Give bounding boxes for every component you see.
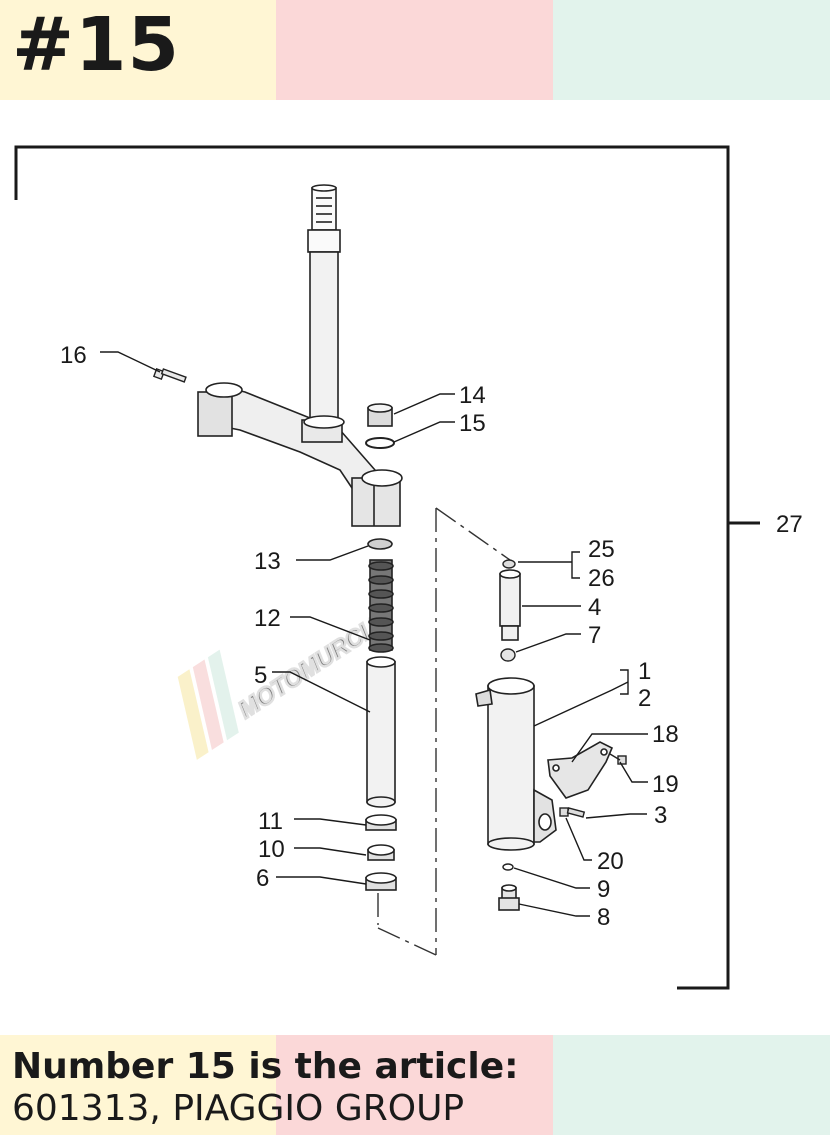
bracket-18 xyxy=(547,741,614,799)
callout-8: 8 xyxy=(597,904,610,931)
header-color-band xyxy=(0,0,830,100)
bolt-8 xyxy=(498,884,520,911)
washer-9 xyxy=(502,863,514,871)
callout-14: 14 xyxy=(459,382,486,409)
callout-3: 3 xyxy=(654,802,667,829)
callout-27: 27 xyxy=(776,511,803,538)
callout-15: 15 xyxy=(459,410,486,437)
page-title: #15 xyxy=(12,2,180,88)
ring-25-26 xyxy=(502,559,516,569)
callout-5: 5 xyxy=(254,662,267,689)
callout-11: 11 xyxy=(258,808,283,835)
callout-13: 13 xyxy=(254,548,281,575)
fork-yoke xyxy=(197,382,403,527)
callout-9: 9 xyxy=(597,876,610,903)
leader-lines xyxy=(100,351,648,917)
axis-lines xyxy=(377,507,511,956)
callout-18: 18 xyxy=(652,721,679,748)
callout-4: 4 xyxy=(588,594,601,621)
callout-6: 6 xyxy=(256,865,269,892)
fork-leg-1-2 xyxy=(475,677,557,851)
washer-15 xyxy=(365,437,395,449)
piston-4 xyxy=(499,569,521,641)
assembly-bracket xyxy=(14,145,760,990)
washer-13 xyxy=(367,538,393,550)
article-caption: Number 15 is the article: 601313, PIAGGI… xyxy=(12,1046,812,1130)
footer-color-band xyxy=(0,1035,830,1135)
spring-12 xyxy=(368,559,394,653)
steering-stem xyxy=(307,184,341,425)
callout-19: 19 xyxy=(652,771,679,798)
watermark: MOTOMURCIA xyxy=(177,609,390,760)
callout-7: 7 xyxy=(588,622,601,649)
bolt-16 xyxy=(152,367,187,383)
callout-1: 1 xyxy=(638,658,651,685)
bolt-3-20 xyxy=(559,807,586,818)
callout-25: 25 xyxy=(588,536,615,563)
caption-article: 601313, PIAGGIO GROUP xyxy=(12,1088,465,1129)
bolt-19 xyxy=(609,753,627,765)
exploded-parts-diagram: MOTOMURCIA 27 xyxy=(14,145,803,990)
callout-12: 12 xyxy=(254,605,281,632)
cap-nut-14 xyxy=(367,403,393,427)
fork-tube-5 xyxy=(366,656,396,808)
callout-2: 2 xyxy=(638,685,651,712)
callout-26: 26 xyxy=(588,565,615,592)
rings-11-10-6 xyxy=(365,814,397,891)
washer-7 xyxy=(500,648,516,662)
callout-10: 10 xyxy=(258,836,285,863)
caption-heading: Number 15 is the article: xyxy=(12,1046,519,1087)
callout-16: 16 xyxy=(60,342,87,369)
callout-20: 20 xyxy=(597,848,624,875)
